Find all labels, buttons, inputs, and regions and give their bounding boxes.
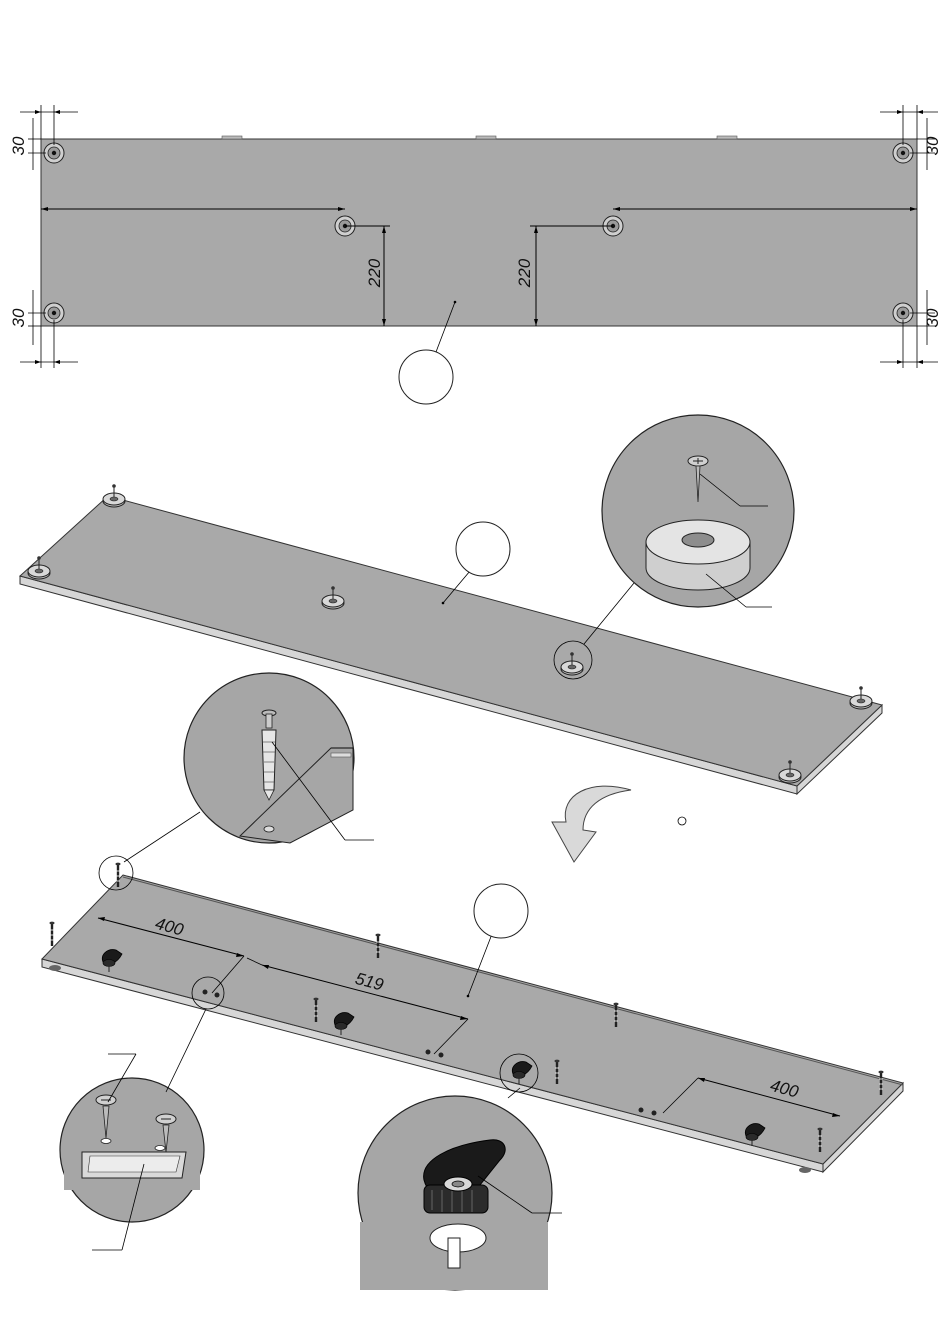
foot-pad-icon	[850, 686, 872, 709]
detail-connector-plate	[60, 1009, 206, 1250]
dim-right-depth: 220	[515, 258, 534, 288]
detail-cam-lock	[358, 1088, 562, 1290]
dowel-pin-icon	[49, 922, 54, 946]
part-callout-circle	[456, 522, 510, 576]
dim-edge-tr: 30	[923, 136, 942, 155]
detail-foot-pad	[602, 415, 794, 607]
dim-edge-br: 30	[923, 308, 942, 327]
top-view: 220 220 30 30 30	[9, 105, 942, 404]
dim-edge-tl: 30	[9, 136, 28, 155]
dim-left-depth: 220	[365, 258, 384, 288]
iso-view-feet	[20, 415, 882, 794]
detail-dowel-pin	[124, 673, 374, 862]
flip-arrow-icon	[552, 786, 631, 862]
dim-edge-bl: 30	[9, 308, 28, 327]
foot-pad-icon	[103, 484, 125, 507]
part-callout-circle	[474, 884, 528, 938]
foot-pad-icon	[44, 143, 64, 163]
panel-top-view	[41, 139, 917, 326]
part-callout-circle	[399, 350, 453, 404]
